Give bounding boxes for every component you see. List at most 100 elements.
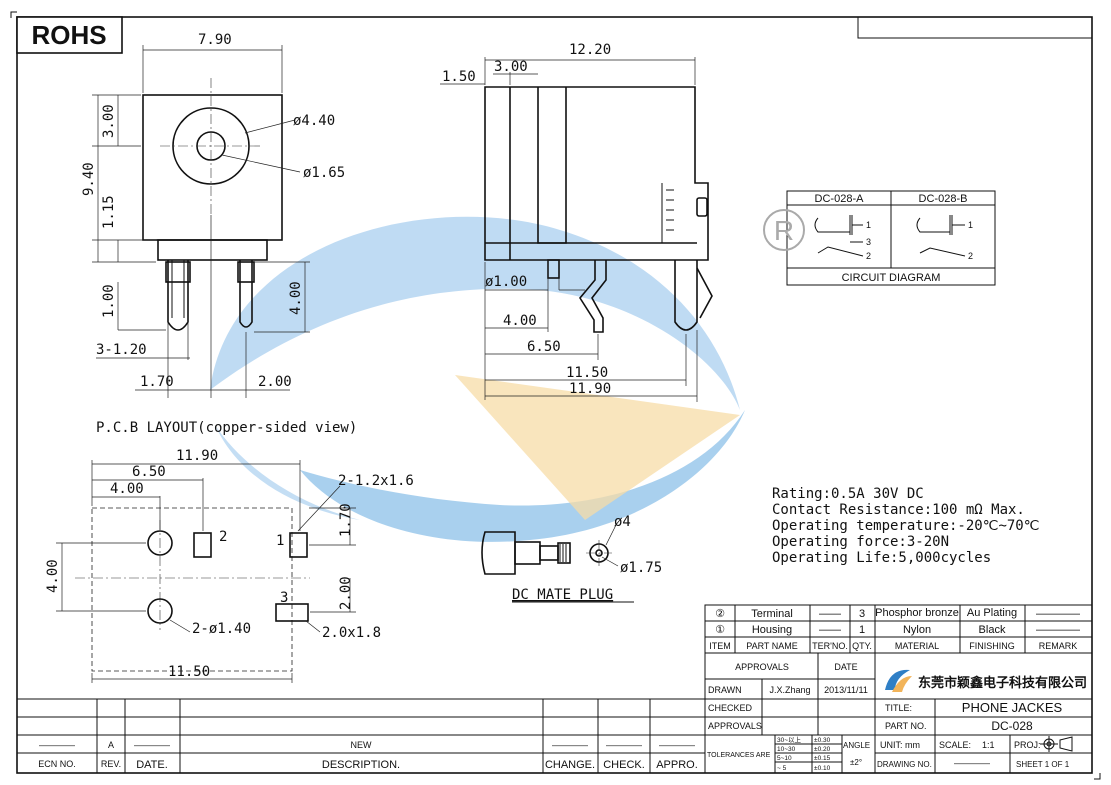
plug-title: DC MATE PLUG bbox=[512, 587, 613, 603]
drawing-frame bbox=[10, 11, 1101, 780]
dim-flange: 1.50 bbox=[442, 69, 476, 85]
rev-dash-5: ———— bbox=[659, 740, 695, 750]
bom-header-remark: REMARK bbox=[1039, 641, 1078, 651]
plug-inner-dia: ø1.75 bbox=[620, 560, 662, 576]
watermark-logo bbox=[210, 216, 745, 542]
rev-dash-1: ———— bbox=[39, 740, 75, 750]
dim-d4: 11.90 bbox=[569, 381, 611, 397]
dim-top: 3.00 bbox=[101, 104, 117, 138]
bom-header-name: PART NAME bbox=[746, 641, 798, 651]
registered-mark: R bbox=[763, 209, 805, 251]
dim-pitch-right: 2.00 bbox=[258, 374, 292, 390]
spec-temperature: Operating temperature:-20℃~70℃ bbox=[772, 518, 1039, 534]
tb-sheet: SHEET 1 OF 1 bbox=[1016, 760, 1070, 769]
rev-appro: APPRO. bbox=[656, 759, 698, 771]
tb-drawn-date: 2013/11/11 bbox=[824, 685, 868, 695]
rev-check: CHECK. bbox=[603, 759, 645, 771]
spec-force: Operating force:3-20N bbox=[772, 534, 949, 550]
bom-row1-material: Phosphor bronze bbox=[875, 607, 959, 619]
spec-resistance: Contact Resistance:100 mΩ Max. bbox=[772, 502, 1025, 518]
plug-outer-dia: ø4 bbox=[614, 514, 631, 530]
tb-scale: SCALE: bbox=[939, 740, 971, 750]
bom-row1-finishing: Au Plating bbox=[967, 607, 1017, 619]
pcb-n3: 3 bbox=[280, 590, 288, 606]
dim-pin-dia: 3-1.20 bbox=[96, 342, 147, 358]
tb-unit: UNIT: mm bbox=[880, 740, 920, 750]
tb-tol-1a: 30~以上 bbox=[777, 735, 802, 744]
pcb-v1: 1.70 bbox=[338, 503, 354, 537]
bom-row1-ter: —— bbox=[819, 608, 841, 620]
dim-pin-len: 1.00 bbox=[101, 284, 117, 318]
circuit-diagram: DC-028-A DC-028-B CIRCUIT DIAGRAM 1 3 2 … bbox=[786, 190, 996, 286]
circuit-col-b: DC-028-B bbox=[919, 193, 968, 205]
bom-table: ② Terminal —— 3 Phosphor bronze Au Plati… bbox=[704, 604, 1093, 654]
dim-d2: 6.50 bbox=[527, 339, 561, 355]
rev-date: DATE. bbox=[136, 759, 168, 771]
side-view: 12.20 1.50 3.00 ø1.00 4.00 6.50 11.50 11… bbox=[440, 42, 713, 402]
dim-length: 12.20 bbox=[569, 42, 611, 58]
bom-header-ter: TER'NO. bbox=[812, 641, 848, 651]
pcb-h: 4.00 bbox=[45, 559, 61, 593]
circuit-a-p3: 3 bbox=[866, 237, 871, 247]
bom-header-material: MATERIAL bbox=[895, 641, 939, 651]
tb-drawing-no: DRAWING NO. bbox=[877, 760, 932, 769]
rev-description: DESCRIPTION. bbox=[322, 759, 400, 771]
rev-rev: REV. bbox=[101, 759, 121, 769]
pcb-n2: 2 bbox=[219, 529, 227, 545]
pcb-pad3: 2.0x1.8 bbox=[322, 625, 381, 641]
tb-tol-2a: 10~30 bbox=[777, 746, 796, 753]
tb-tol-1b: ±0.30 bbox=[814, 737, 831, 744]
pcb-n1: 1 bbox=[276, 533, 284, 549]
tb-drawn: DRAWN bbox=[708, 685, 742, 695]
tb-scale-val: 1:1 bbox=[982, 740, 995, 750]
front-view: 7.90 3.00 9.40 1.15 1.00 ø4.40 ø1.65 4.0… bbox=[81, 32, 345, 398]
pcb-w3: 4.00 bbox=[110, 481, 144, 497]
tb-tolerances: TOLERANCES ARE bbox=[707, 752, 771, 759]
tb-part-label: PART NO. bbox=[885, 721, 927, 731]
tb-checked: CHECKED bbox=[708, 703, 753, 713]
rev-new: NEW bbox=[351, 740, 373, 750]
bom-row2-material: Nylon bbox=[903, 624, 931, 636]
tb-date: DATE bbox=[834, 662, 857, 672]
bom-row2-ter: —— bbox=[819, 624, 841, 636]
tb-part-value: DC-028 bbox=[991, 719, 1033, 733]
bom-row1-qty: 3 bbox=[859, 608, 865, 620]
circuit-col-a: DC-028-A bbox=[815, 193, 865, 205]
bom-header-qty: QTY. bbox=[852, 641, 872, 651]
circuit-title: CIRCUIT DIAGRAM bbox=[842, 272, 941, 284]
pcb-v2: 2.00 bbox=[338, 576, 354, 610]
pcb-title: P.C.B LAYOUT(copper-sided view) bbox=[96, 420, 357, 436]
bom-row2-qty: 1 bbox=[859, 624, 865, 636]
pcb-slot: 2-1.2x1.6 bbox=[338, 473, 414, 489]
bom-row1-item: ② bbox=[715, 608, 725, 620]
rohs-badge: ROHS bbox=[16, 16, 123, 54]
pcb-w1: 11.90 bbox=[176, 448, 218, 464]
registered-letter: R bbox=[774, 215, 794, 246]
title-block: APPROVALS DATE DRAWN J.X.Zhang 2013/11/1… bbox=[704, 652, 1093, 774]
bom-row2-name: Housing bbox=[752, 624, 792, 636]
rev-dash-2: ———— bbox=[134, 740, 170, 750]
tb-tol-2b: ±0.20 bbox=[814, 746, 831, 753]
bom-row1-name: Terminal bbox=[751, 608, 793, 620]
tb-title-value: PHONE JACKES bbox=[962, 700, 1063, 715]
pcb-layout: P.C.B LAYOUT(copper-sided view) 11.90 6.… bbox=[45, 420, 414, 683]
bom-row1-remark: ———— bbox=[1036, 608, 1080, 620]
tb-tol-3b: ±0.15 bbox=[814, 755, 831, 762]
bom-row2-remark: ———— bbox=[1036, 624, 1080, 636]
rev-change: CHANGE. bbox=[545, 759, 595, 771]
tb-company: 东莞市颖鑫电子科技有限公司 bbox=[918, 675, 1087, 691]
revision-block: ———— A ———— NEW ———— ———— ———— ECN NO. R… bbox=[17, 698, 705, 773]
dim-d3: 11.50 bbox=[566, 365, 608, 381]
rev-ecn: ECN NO. bbox=[38, 759, 76, 769]
pcb-w2: 6.50 bbox=[132, 464, 166, 480]
projection-symbol-icon bbox=[1040, 736, 1073, 752]
bom-row2-finishing: Black bbox=[979, 624, 1006, 636]
tb-tol-4a: ~ 5 bbox=[777, 765, 787, 772]
dim-height: 9.40 bbox=[81, 162, 97, 196]
tb-drawing-no-val: ———— bbox=[954, 758, 990, 768]
dim-pin-h: 4.00 bbox=[288, 281, 304, 315]
tb-angle-val: ±2° bbox=[850, 758, 862, 767]
bom-row2-item: ① bbox=[715, 624, 725, 636]
bom-header-item: ITEM bbox=[709, 641, 731, 651]
